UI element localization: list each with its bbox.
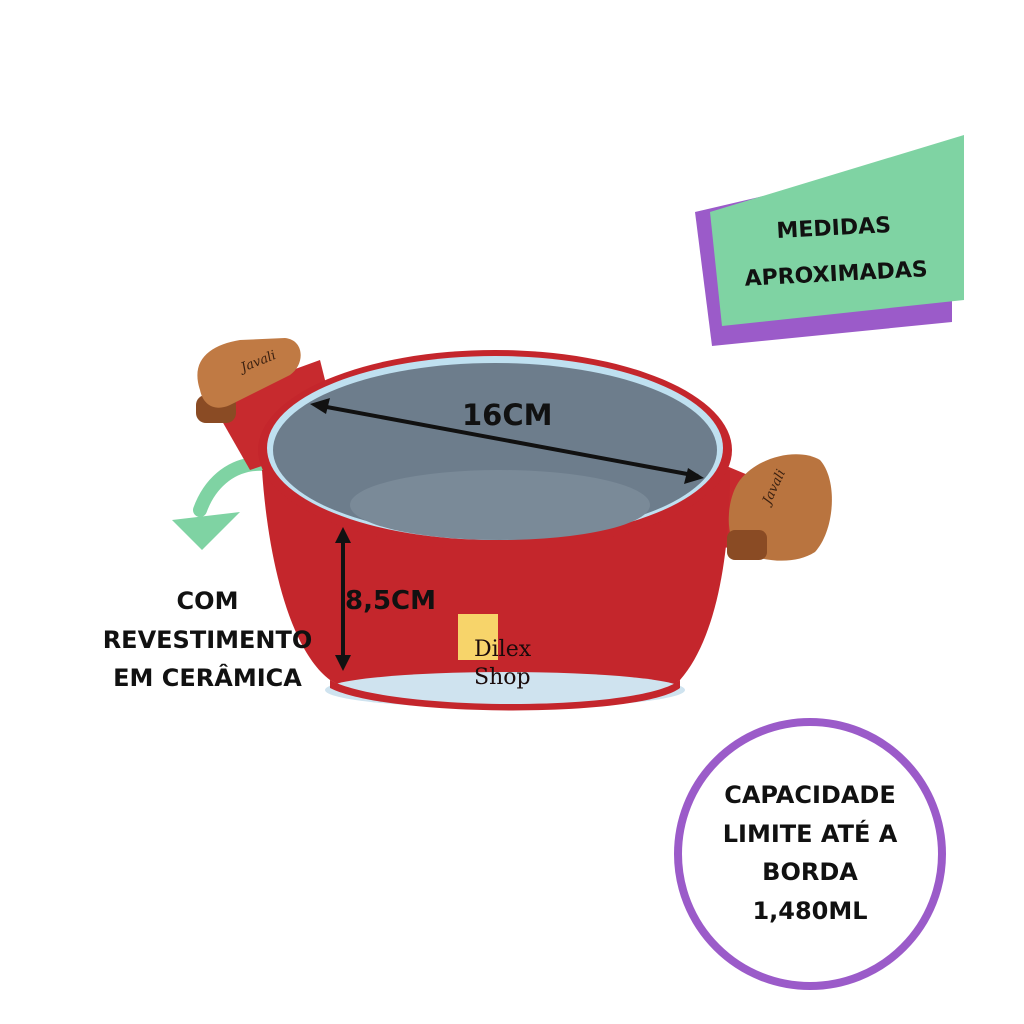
pot-base-rim bbox=[325, 672, 685, 708]
logo-line-2: Shop bbox=[474, 665, 531, 690]
banner-green bbox=[710, 135, 964, 326]
capacity-line-3: BORDA bbox=[762, 858, 858, 886]
coating-line-3: EM CERÂMICA bbox=[113, 664, 302, 692]
logo-square bbox=[458, 614, 498, 660]
banner-label: MEDIDAS APROXIMADAS bbox=[703, 199, 967, 304]
logo: Dilex Shop bbox=[474, 636, 531, 692]
capacity-circle bbox=[674, 718, 946, 990]
capacity-line-2: LIMITE ATÉ A bbox=[722, 819, 898, 848]
arrow-head bbox=[172, 512, 240, 550]
height-label: 8,5CM bbox=[345, 586, 437, 616]
height-arrow bbox=[335, 527, 351, 671]
coating-label: COM REVESTIMENTO EM CERÂMICA bbox=[60, 582, 355, 698]
logo-line-1: Dilex bbox=[474, 637, 532, 662]
diameter-arrow bbox=[310, 398, 704, 484]
diameter-label: 16CM bbox=[462, 398, 553, 432]
capacity-label: CAPACIDADE LIMITE ATÉ A BORDA 1,480ML bbox=[690, 776, 930, 930]
capacity-line-1: CAPACIDADE bbox=[724, 781, 896, 809]
coating-line-1: COM bbox=[176, 587, 239, 615]
coating-line-2: REVESTIMENTO bbox=[102, 625, 313, 654]
capacity-line-4: 1,480ML bbox=[752, 896, 868, 925]
